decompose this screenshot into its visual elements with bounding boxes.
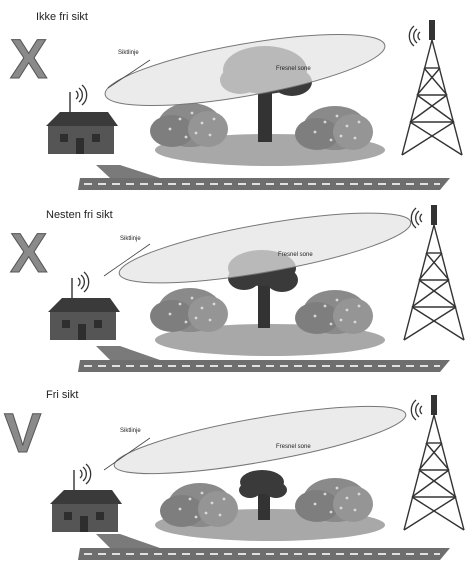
fresnel-zone [104, 33, 386, 107]
fresnel-zone [113, 405, 407, 475]
sightline-label: Siktlinje [120, 428, 141, 434]
sightline-pointer [103, 243, 151, 277]
sightline-label: Siktlinje [120, 236, 141, 242]
house-icon [46, 92, 118, 154]
sightline-pointer [103, 437, 151, 471]
sightline-pointer [107, 59, 151, 89]
panel-2: Nesten fri sikt X Siktlinje Fresnel sone [10, 204, 465, 372]
fresnel-label: Fresnel sone [276, 66, 311, 72]
house-icon [48, 278, 120, 340]
tree-icon [239, 470, 287, 520]
signal-waves-icon [75, 84, 88, 106]
fresnel-label: Fresnel sone [276, 444, 311, 450]
status-symbol: X [10, 221, 47, 284]
signal-waves-icon [410, 399, 423, 421]
house-icon [50, 470, 122, 532]
panel-title: Nesten fri sikt [46, 209, 113, 221]
panel-title: Fri sikt [46, 389, 78, 401]
sightline-label: Siktlinje [118, 50, 139, 56]
panel-title: Ikke fri sikt [36, 11, 88, 23]
panel-1: Ikke fri sikt X Siktlinje Fresnel sone [10, 11, 463, 190]
radio-tower-icon [401, 19, 463, 156]
panel-3: Fri sikt V Siktlinje Fresnel sone [4, 389, 465, 560]
fresnel-label: Fresnel sone [278, 252, 313, 258]
signal-waves-icon [79, 463, 92, 485]
signal-waves-icon [410, 207, 423, 229]
road-icon [78, 346, 450, 372]
fresnel-zone [118, 212, 412, 284]
signal-waves-icon [77, 271, 90, 293]
status-symbol: X [10, 27, 47, 90]
road-icon [78, 165, 450, 190]
signal-waves-icon [408, 25, 421, 47]
status-symbol: V [4, 401, 41, 464]
road-icon [78, 534, 450, 560]
